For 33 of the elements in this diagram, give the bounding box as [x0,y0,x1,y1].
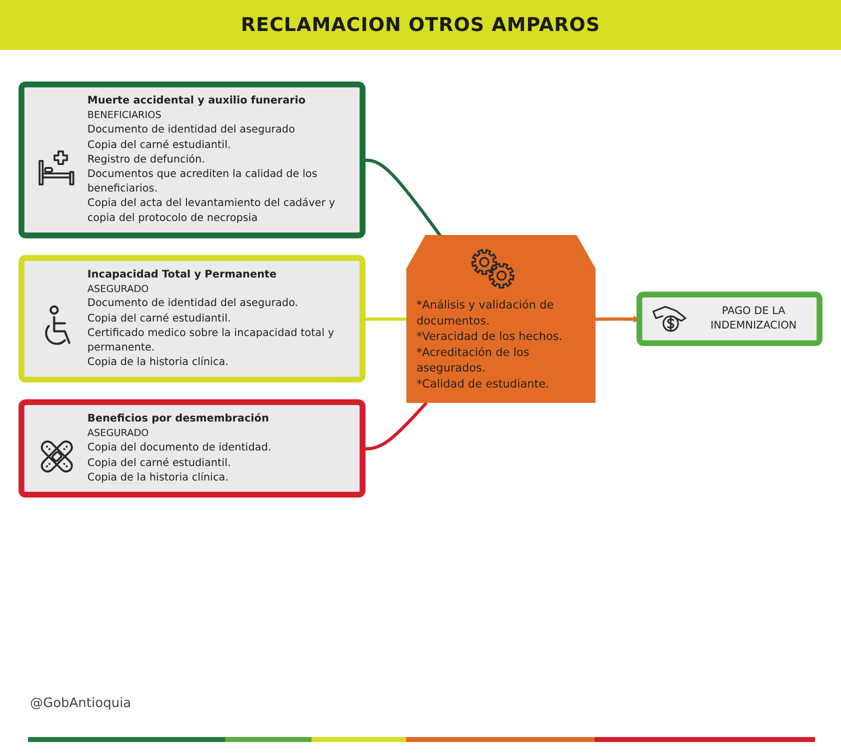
claim-card [18,82,366,238]
card-heading: Beneficios por desmembración [87,412,269,425]
node-label: PAGO DE LA INDEMNIZACION [710,305,797,332]
card-heading: Incapacidad Total y Permanente [87,268,277,280]
requirement-item: Registro de defunción. [87,153,205,166]
requirement-item: Documento de identidad del asegurado [87,124,295,136]
claim-card [18,399,366,498]
claim-card [18,255,366,383]
social-handle: @GobAntioquia [30,696,132,711]
connector-line [362,402,428,450]
criteria-item: *Veracidad de los hechos. [416,330,562,344]
title: RECLAMACION OTROS AMPAROS [240,14,600,36]
result-box [636,292,822,346]
card-heading: Muerte accidental y auxilio funerario [87,94,306,107]
section-label: BENEFICIARIOS [87,110,162,121]
section-label: ASEGURADO [87,283,149,294]
requirement-item: Copia del carné estudiantil. [87,312,231,324]
criteria-item: *Calidad de estudiante. [416,378,550,391]
requirement-item: Copia del documento de identidad. [87,442,272,454]
requirement-item: Copia de la historia clínica. [87,471,228,484]
requirement-item: Copia del carné estudiantil. [87,456,231,469]
connector-line [362,317,408,321]
requirement-item: Documento de identidad del asegurado. [87,298,298,310]
section-label: ASEGURADO [87,427,149,439]
connector-line [362,158,442,237]
criteria-item: *Acreditación de los asegurados. [416,346,530,375]
requirement-item: Documentos que acrediten la calidad de los beneficiarios. [87,168,318,195]
requirement-item: Certificado medico sobre la incapacidad total y permanente. [87,326,334,354]
criteria-item: *Análisis y validación de documentos. [416,298,554,328]
requirement-item: Copia de la historia clínica. [87,356,228,368]
requirement-item: Copia del acta del levantamiento del cadáver y copia del protocolo de necropsia [87,197,336,224]
process-pentagon [406,234,596,403]
requirement-item: Copia del carné estudiantil. [87,138,231,151]
